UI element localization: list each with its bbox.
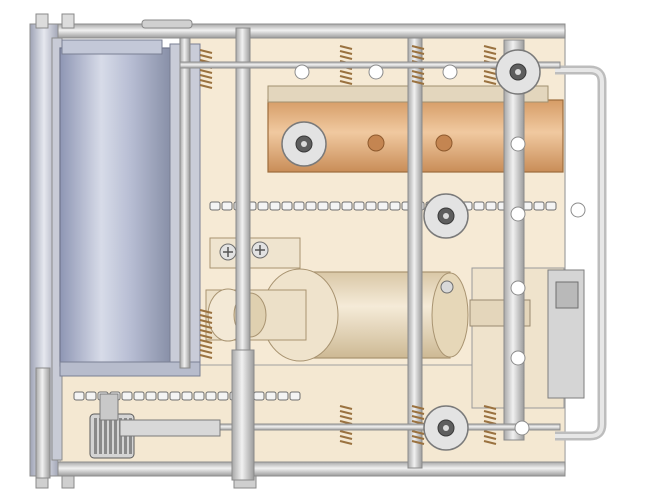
- chain-link: [353, 201, 365, 211]
- chain-link: [365, 201, 377, 211]
- mounting-screws: [219, 241, 454, 294]
- main-cylinder: [205, 237, 469, 362]
- vertical-rod: [503, 39, 525, 441]
- panel-hole: [510, 280, 526, 296]
- pivot-brackets: [281, 49, 541, 451]
- chain-link: [389, 201, 401, 211]
- gear-tooth: [114, 418, 117, 454]
- chain-link: [145, 391, 157, 401]
- panel-hole: [510, 136, 526, 152]
- pivot-bracket: [423, 405, 469, 451]
- chain-link: [73, 391, 85, 401]
- gear-tooth: [99, 418, 102, 454]
- chain-link: [133, 391, 145, 401]
- chain-link: [221, 201, 233, 211]
- chain-link: [253, 391, 265, 401]
- chain-link: [205, 391, 217, 401]
- chain-link: [305, 201, 317, 211]
- panel-hole: [294, 64, 310, 80]
- chain-link: [265, 391, 277, 401]
- gear-tooth: [94, 418, 97, 454]
- coil-spring: [199, 309, 213, 359]
- chain-link: [257, 201, 269, 211]
- chain-link: [157, 391, 169, 401]
- chain-link: [277, 391, 289, 401]
- coil-spring: [411, 45, 425, 85]
- chain-link: [181, 391, 193, 401]
- chain-link: [121, 391, 133, 401]
- chain-link: [533, 201, 545, 211]
- chain-link: [545, 201, 557, 211]
- chain-link: [473, 201, 485, 211]
- chain-link: [341, 201, 353, 211]
- panel-hole: [510, 206, 526, 222]
- panel-hole: [510, 350, 526, 366]
- vertical-rod: [407, 37, 423, 469]
- pivot-bracket: [495, 49, 541, 95]
- panel-hole: [514, 420, 530, 436]
- chain-link: [269, 201, 281, 211]
- panel-hole: [368, 64, 384, 80]
- panel-hole: [442, 64, 458, 80]
- chain-link: [85, 391, 97, 401]
- chain-link: [293, 201, 305, 211]
- chain-link: [209, 201, 221, 211]
- lower-chain: [73, 391, 301, 401]
- vertical-rod: [179, 37, 191, 369]
- handle-loop-inner: [555, 68, 604, 438]
- chain-link: [217, 391, 229, 401]
- chain-link: [281, 201, 293, 211]
- right-mechanism: [469, 267, 585, 409]
- panel-hole: [570, 202, 586, 218]
- pivot-bracket: [281, 121, 327, 167]
- chain-link: [289, 391, 301, 401]
- lower-posts: [35, 349, 255, 481]
- gear-tooth: [109, 418, 112, 454]
- chain-link: [329, 201, 341, 211]
- chain-link: [193, 391, 205, 401]
- chain-link: [485, 201, 497, 211]
- gear-tooth: [104, 418, 107, 454]
- chain-link: [317, 201, 329, 211]
- panel-holes: [294, 64, 586, 436]
- chain-link: [377, 201, 389, 211]
- motor-cylinder: [59, 39, 201, 377]
- pivot-bracket: [423, 193, 469, 239]
- sprocket: [89, 393, 221, 459]
- chain-link: [169, 391, 181, 401]
